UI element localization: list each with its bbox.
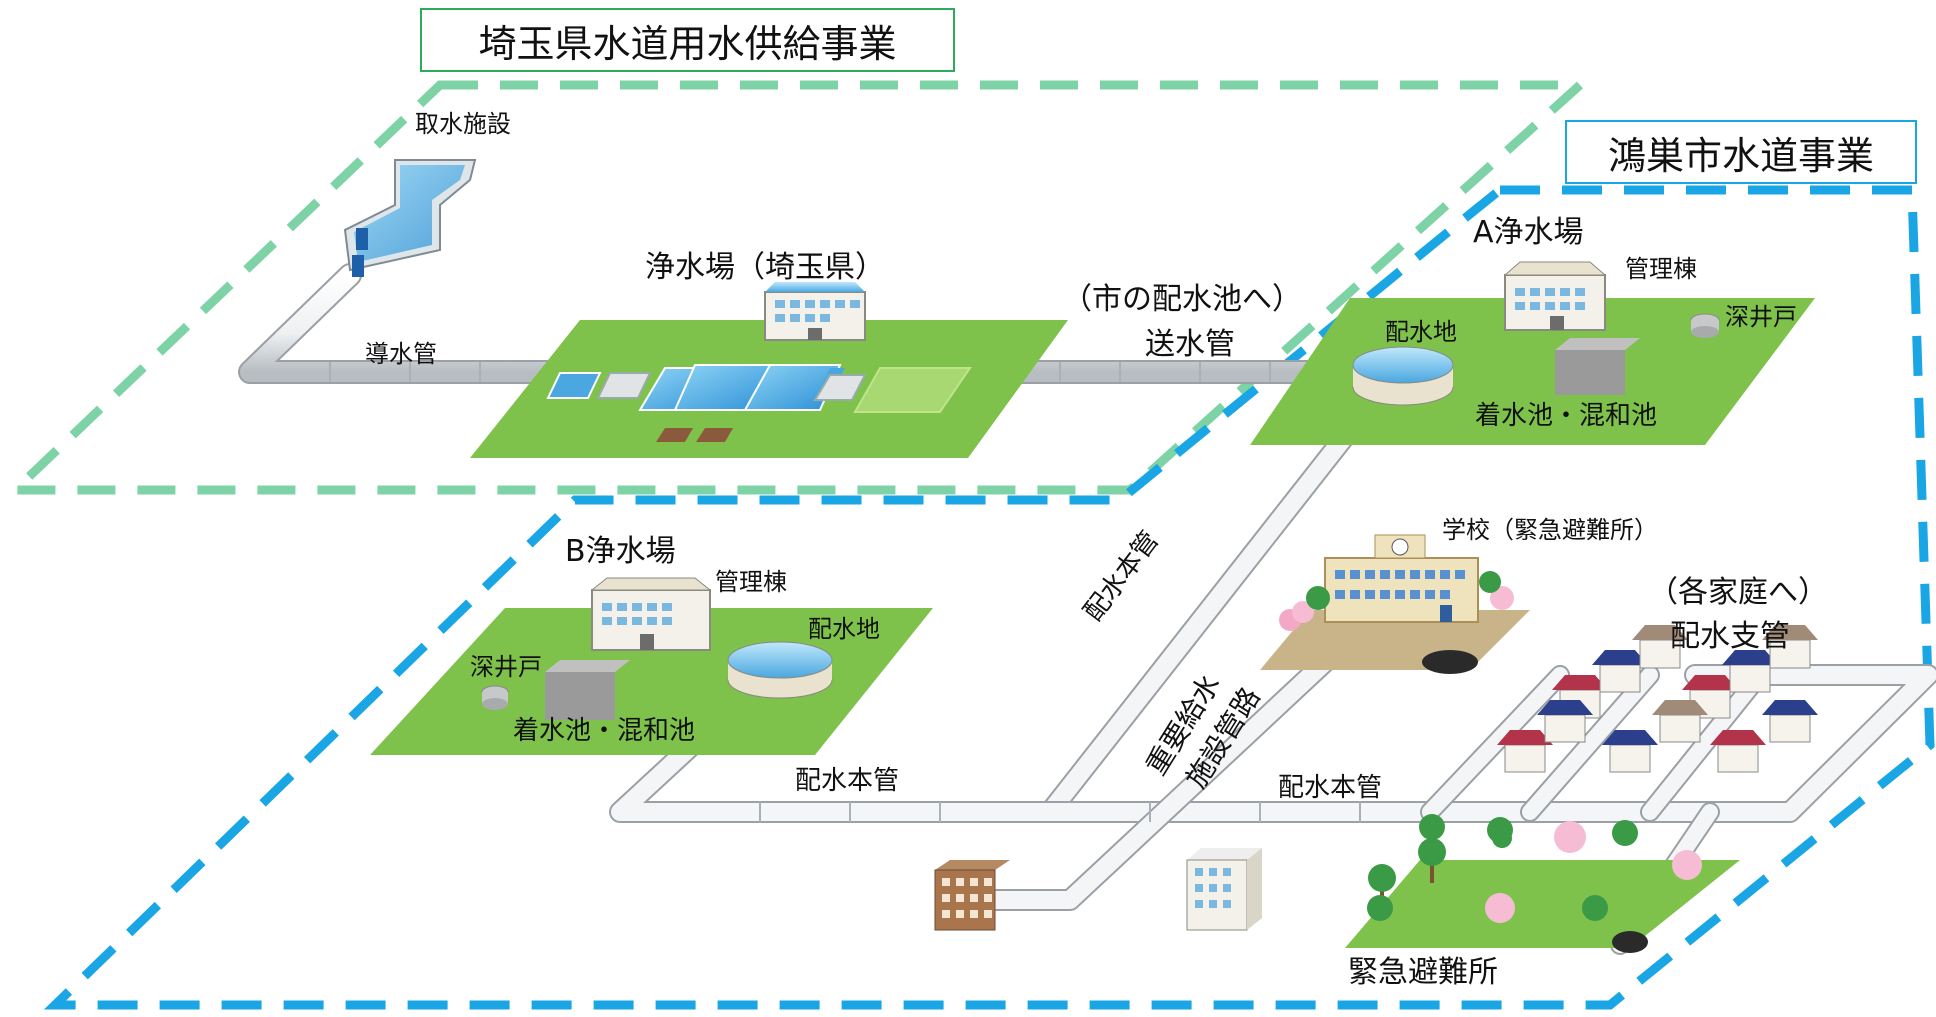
plant-a-well-label: 深井戸: [1725, 303, 1797, 331]
plant-a-illustration: [1250, 261, 1815, 445]
branch-pipe-label: 配水支管: [1670, 619, 1790, 654]
bottom-buildings-illustration: [934, 848, 1262, 931]
houses-illustration: [1497, 625, 1818, 773]
intake-facility-illustration: [343, 159, 477, 277]
plant-b-label: B浄水場: [565, 534, 676, 569]
to-city-reservoir-label: （市の配水池へ）: [1062, 282, 1302, 317]
plant-b-reservoir-label: 配水地: [808, 615, 880, 643]
pipes: [238, 263, 1936, 955]
headrace-pipe-label: 導水管: [365, 340, 437, 368]
konosu-project-title: 鴻巣市水道事業: [1565, 120, 1917, 184]
plant-b-admin-label: 管理棟: [715, 568, 787, 596]
intake-facility-label: 取水施設: [415, 110, 511, 138]
plant-a-admin-label: 管理棟: [1625, 255, 1697, 283]
plant-a-label: A浄水場: [1473, 215, 1584, 250]
plant-b-well-label: 深井戸: [470, 653, 542, 681]
main-pipe-label-2: 配水本管: [795, 766, 900, 796]
school-illustration: [1260, 534, 1530, 674]
evacuation-site-label: 緊急避難所: [1348, 955, 1498, 990]
konosu-boundary: [43, 185, 1935, 1010]
plant-a-reservoir-label: 配水地: [1385, 318, 1457, 346]
plant-b-illustration: [370, 577, 933, 755]
school-label: 学校（緊急避難所）: [1442, 516, 1658, 544]
transmission-pipe-label: 送水管: [1145, 327, 1235, 362]
plant-b-mixing-label: 着水池・混和池: [513, 716, 696, 746]
evacuation-park-illustration: [1345, 814, 1740, 953]
main-pipe-label-3: 配水本管: [1278, 773, 1383, 803]
pipe-joints: [329, 362, 1361, 822]
saitama-project-title: 埼玉県水道用水供給事業: [420, 8, 955, 72]
saitama-plant-label: 浄水場（埼玉県）: [645, 250, 885, 285]
plant-a-mixing-label: 着水池・混和池: [1475, 401, 1658, 431]
saitama-plant-illustration: [470, 282, 1068, 458]
to-households-label: （各家庭へ）: [1648, 575, 1828, 610]
